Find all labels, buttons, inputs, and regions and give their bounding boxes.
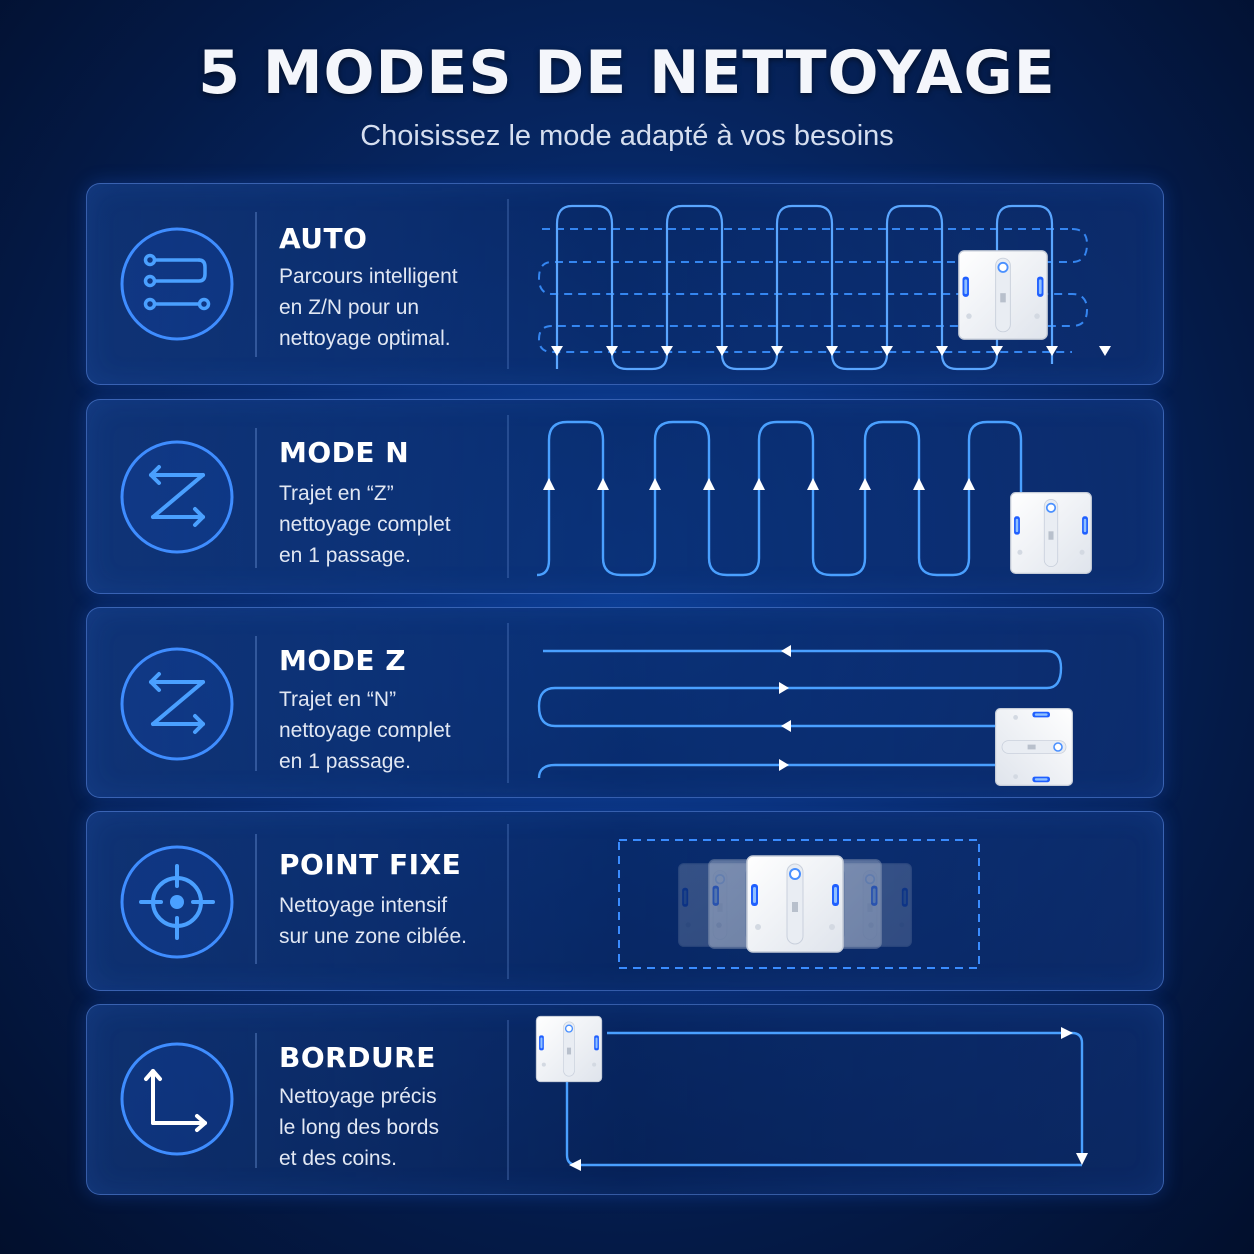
mode-card-auto: AUTO Parcours intelligent en Z/N pour un… — [86, 183, 1164, 385]
edge-path-diagram — [535, 1015, 1088, 1171]
mode-card-z: MODE Z Trajet en “N” nettoyage complet e… — [86, 607, 1164, 798]
mode-card-n: MODE N Trajet en “Z” nettoyage complet e… — [86, 399, 1164, 594]
mode-description: Parcours intelligent en Z/N pour un nett… — [279, 265, 458, 350]
window-robot — [994, 707, 1074, 787]
mode-name: POINT FIXE — [279, 848, 462, 881]
page-title: 5 MODES DE NETTOYAGE — [198, 38, 1056, 108]
window-robot — [957, 249, 1049, 341]
mode-description: Nettoyage intensif sur une zone ciblée. — [279, 894, 467, 948]
window-robot — [746, 855, 844, 953]
mode-name: MODE N — [279, 436, 410, 469]
corner-axes-icon — [117, 1039, 237, 1159]
mode-description: Nettoyage précis le long des bords et de… — [279, 1085, 439, 1170]
auto-path-diagram — [537, 204, 1111, 371]
window-robot — [535, 1015, 603, 1083]
path-route-icon — [117, 224, 237, 344]
spot-diagram — [618, 839, 980, 969]
mode-description: Trajet en “N” nettoyage complet en 1 pas… — [279, 688, 451, 773]
crosshair-target-icon — [117, 842, 237, 962]
mode-description: Trajet en “Z” nettoyage complet en 1 pas… — [279, 482, 451, 567]
page-subtitle: Choisissez le mode adapté à vos besoins — [360, 120, 894, 152]
mode-name: BORDURE — [279, 1041, 436, 1074]
z-arrows-icon — [117, 437, 237, 557]
window-robot — [1009, 491, 1093, 575]
mode-card-bordure: BORDURE Nettoyage précis le long des bor… — [86, 1004, 1164, 1195]
mode-card-point-fixe: POINT FIXE Nettoyage intensif sur une zo… — [86, 811, 1164, 991]
z-path-diagram — [537, 645, 1074, 787]
mode-name: MODE Z — [279, 644, 407, 677]
mode-name: AUTO — [279, 222, 368, 255]
n-path-diagram — [536, 420, 1093, 577]
z-arrows-icon — [117, 644, 237, 764]
